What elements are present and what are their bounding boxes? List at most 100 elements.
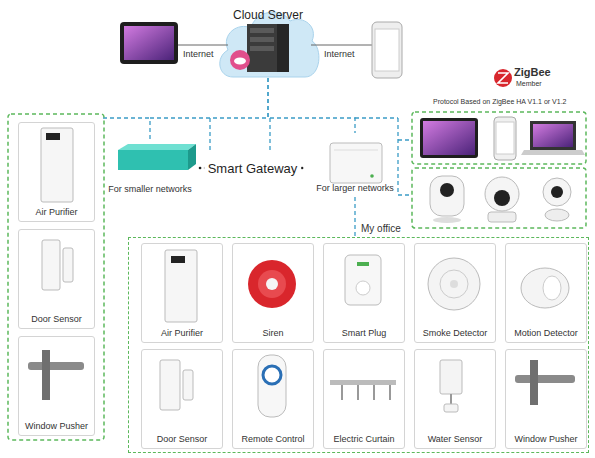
- text-label: Internet: [324, 50, 355, 60]
- cloud-icon-mark: [234, 58, 246, 65]
- curtain-hook: [373, 385, 375, 400]
- device-card: Door Sensor: [141, 349, 223, 449]
- laptop-screen: [533, 124, 573, 147]
- gateway-body: [330, 143, 382, 183]
- detector-center: [450, 280, 458, 288]
- network-wire: [269, 118, 270, 150]
- node-label: Cloud Server: [213, 9, 323, 23]
- phone-body: [372, 22, 402, 78]
- node-label: For larger networks: [305, 183, 405, 193]
- smart-plug-symbol: [345, 255, 381, 305]
- phone-screen: [375, 29, 399, 71]
- phone-body: [494, 117, 516, 160]
- node-label: Door Sensor: [142, 434, 222, 444]
- device-card: Remote Control: [232, 349, 314, 449]
- camera-base: [433, 217, 461, 223]
- siren-symbol: [248, 260, 296, 308]
- siren-center: [266, 278, 278, 290]
- network-link: [354, 197, 355, 237]
- tablet-screen: [423, 121, 475, 155]
- cloud-server: Cloud Server: [213, 3, 323, 78]
- camera-lens: [440, 183, 454, 197]
- door-sensor-magnet: [183, 370, 193, 400]
- node-label: Window Pusher: [19, 421, 94, 431]
- device-card: Air Purifier: [18, 122, 95, 222]
- device-card: Window Pusher: [505, 349, 587, 449]
- window-pusher-symbol: [515, 375, 575, 383]
- internet-wire: [311, 45, 372, 46]
- node-label: Electric Curtain: [324, 434, 404, 444]
- network-link: [150, 78, 268, 140]
- door-sensor-symbol: [160, 360, 180, 410]
- text-label: Internet: [183, 50, 214, 60]
- laptop-lid: [530, 121, 576, 150]
- gateway-node: For smaller networks: [100, 140, 200, 198]
- camera-lens: [494, 190, 510, 206]
- node-label: Motion Detector: [506, 328, 586, 338]
- plug-indicator: [357, 262, 369, 266]
- network-wire: [398, 194, 412, 195]
- camera-lens: [551, 186, 563, 198]
- curtain-hook: [389, 385, 391, 400]
- air-purifier-symbol: [165, 250, 197, 322]
- plug-socket: [356, 281, 370, 295]
- node-label: Air Purifier: [142, 328, 222, 338]
- network-wire: [398, 139, 412, 140]
- gateway-top: [118, 144, 196, 150]
- text-label: Member: [516, 80, 542, 88]
- zigbee-logo-mark: [498, 73, 508, 83]
- purifier-display: [171, 256, 185, 263]
- curtain-hook: [357, 385, 359, 400]
- network-wire: [355, 117, 398, 118]
- server-bay: [250, 46, 274, 51]
- dotted-link: [200, 167, 305, 170]
- zigbee-logo: [494, 69, 512, 87]
- device-card: Window Pusher: [18, 336, 95, 436]
- gateway-edge: [334, 150, 378, 151]
- curtain-hook: [341, 385, 343, 400]
- text-label: Protocol Based on ZigBee HA V1.1 or V1.2: [433, 98, 566, 106]
- node-label: Remote Control: [233, 434, 313, 444]
- device-card: Motion Detector: [505, 243, 587, 343]
- device-card: Water Sensor: [414, 349, 496, 449]
- network-wire: [397, 118, 398, 195]
- server-bay: [250, 37, 274, 42]
- motion-detector-symbol: [521, 268, 569, 308]
- door-sensor-magnet: [63, 248, 73, 282]
- air-purifier-symbol: [41, 128, 73, 202]
- group-heading: My office: [361, 223, 401, 235]
- tablet-screen: [124, 26, 174, 60]
- server-side: [277, 24, 289, 72]
- network-wire: [103, 117, 150, 118]
- motion-lens: [543, 276, 561, 300]
- node-label: Air Purifier: [19, 207, 94, 217]
- curtain-rail: [330, 380, 396, 385]
- gateway-front: [118, 150, 188, 170]
- group-box: [8, 114, 104, 440]
- network-wire: [209, 118, 210, 150]
- window-pusher-arm: [530, 360, 538, 405]
- siren-lens: [258, 270, 286, 298]
- purifier-display: [46, 133, 60, 140]
- smoke-detector-symbol: [428, 258, 480, 310]
- remote-button: [263, 366, 281, 384]
- detector-ring: [440, 270, 468, 298]
- camera-base: [545, 209, 569, 221]
- text-label: ZigBee: [514, 66, 551, 78]
- water-sensor-symbol: [440, 360, 462, 394]
- door-sensor-symbol: [42, 240, 60, 290]
- internet-wire: [178, 45, 228, 46]
- camera-body: [543, 178, 571, 206]
- tablet-body: [420, 118, 478, 158]
- group-box: [412, 168, 586, 228]
- office-group: My officeAir PurifierSirenSmart PlugSmok…: [128, 237, 589, 453]
- water-sensor-cable: [450, 394, 452, 404]
- window-pusher-symbol: [28, 362, 84, 370]
- cloud-icon: [230, 50, 250, 70]
- node-label: Siren: [233, 328, 313, 338]
- tablet-body: [120, 22, 178, 64]
- gateway-led: [370, 174, 374, 178]
- device-card: Air Purifier: [141, 243, 223, 343]
- device-card: Siren: [232, 243, 314, 343]
